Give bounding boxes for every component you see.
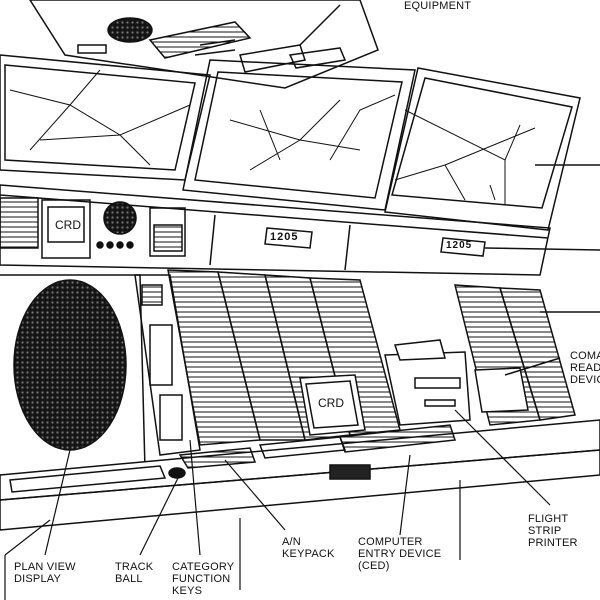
flight-strip-bays [167,269,600,446]
category-keys-column [134,274,201,456]
label-flight-strip-printer: FLIGHT STRIP PRINTER [528,513,578,549]
label-category-function-keys: CATEGORY FUNCTION KEYS [172,561,235,597]
console-desk [0,419,600,531]
left-situation-display [0,54,211,181]
crd-center-text: CRD [318,396,344,410]
right-situation-display [384,67,600,231]
label-track-ball: TRACK BALL [115,561,154,585]
clock-center-text: 1205 [270,231,299,243]
label-an-keypack: A/N KEYPACK [282,536,335,560]
label-computer-readout-device: COMA READ DEVIC [570,350,600,386]
center-crd [299,374,366,436]
leader-lines [4,409,551,600]
crd-left-text: CRD [55,218,81,232]
flight-strip-printer-drawing [384,339,471,426]
label-computer-entry-device: COMPUTER ENTRY DEVICE (CED) [358,536,442,572]
label-plan-view-display: PLAN VIEW DISPLAY [14,561,76,585]
console-middle-band [0,184,600,276]
label-equipment: EQUIPMENT [404,0,472,12]
overhead-equipment-panel [29,0,379,89]
plan-view-display-drawing [0,274,146,476]
right-crd [474,357,561,413]
clock-right-text: 1205 [446,240,473,251]
